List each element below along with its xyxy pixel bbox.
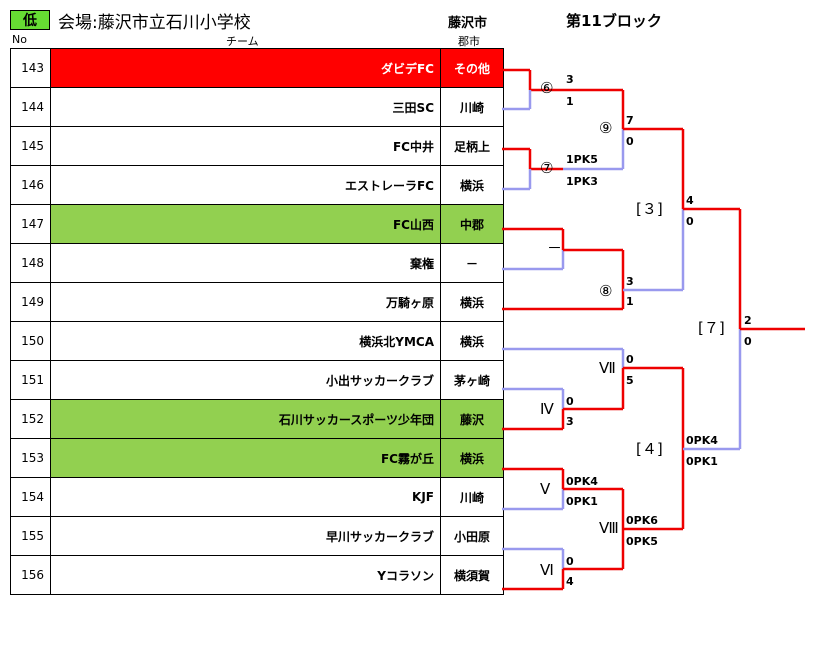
score-top: 0PK4 (566, 475, 598, 488)
row-team: 三田SC (50, 87, 441, 127)
row-city: 茅ヶ崎 (440, 360, 504, 400)
score-top: 0 (566, 555, 574, 568)
match-label: Ⅷ (599, 519, 619, 537)
match-label: [４] (636, 440, 663, 458)
score-top: 0PK4 (686, 434, 718, 447)
row-no: 155 (10, 516, 51, 556)
row-no: 156 (10, 555, 51, 595)
host-city: 藤沢市 (448, 16, 488, 31)
match-label: [７] (698, 319, 725, 337)
row-no: 143 (10, 48, 51, 88)
row-team: 万騎ヶ原 (50, 282, 441, 322)
row-city: 川崎 (440, 87, 504, 127)
match-label: Ⅵ (540, 561, 554, 579)
row-no: 145 (10, 126, 51, 166)
score-bottom: 0PK1 (686, 455, 718, 468)
row-no: 149 (10, 282, 51, 322)
row-city: 小田原 (440, 516, 504, 556)
score-bottom: 1PK3 (566, 175, 598, 188)
col-header-team: チーム (226, 35, 259, 48)
row-team: Yコラソン (50, 555, 441, 595)
score-top: 4 (686, 194, 694, 207)
match-label: [３] (636, 200, 663, 218)
score-bottom: 0 (686, 215, 694, 228)
match-label: Ⅴ (540, 480, 551, 498)
score-top: 0 (626, 353, 634, 366)
col-header-city: 郡市 (458, 35, 480, 48)
score-bottom: 5 (626, 374, 634, 387)
venue-title: 会場:藤沢市立石川小学校 (58, 13, 251, 33)
row-team: 石川サッカースポーツ少年団 (50, 399, 441, 439)
level-badge: 低 (10, 10, 50, 30)
score-top: 3 (566, 73, 574, 86)
row-city: 横浜 (440, 438, 504, 478)
row-no: 148 (10, 243, 51, 283)
score-bottom: 0 (744, 335, 752, 348)
match-label: ⑦ (540, 159, 554, 177)
score-top: 1PK5 (566, 153, 598, 166)
row-no: 154 (10, 477, 51, 517)
row-team: FC中井 (50, 126, 441, 166)
row-team: 横浜北YMCA (50, 321, 441, 361)
row-city: － (440, 243, 504, 283)
match-label: Ⅶ (599, 359, 616, 377)
score-bottom: 1 (626, 295, 634, 308)
score-bottom: 0PK5 (626, 535, 658, 548)
score-top: 7 (626, 114, 634, 127)
row-no: 151 (10, 360, 51, 400)
col-header-no: No (12, 33, 27, 46)
block-title: 第11ブロック (566, 12, 662, 30)
match-label: Ⅳ (540, 400, 554, 418)
row-team: エストレーラFC (50, 165, 441, 205)
row-city: 足柄上 (440, 126, 504, 166)
row-team: FC霧が丘 (50, 438, 441, 478)
row-city: 横須賀 (440, 555, 504, 595)
match-label: ⑥ (540, 79, 554, 97)
score-bottom: 1 (566, 95, 574, 108)
row-team: 早川サッカークラブ (50, 516, 441, 556)
score-top: 0 (566, 395, 574, 408)
row-team: FC山西 (50, 204, 441, 244)
row-city: 中郡 (440, 204, 504, 244)
row-city: 藤沢 (440, 399, 504, 439)
score-top: 3 (626, 275, 634, 288)
row-city: 川崎 (440, 477, 504, 517)
row-no: 146 (10, 165, 51, 205)
score-bottom: 0 (626, 135, 634, 148)
match-label: ⑨ (599, 119, 613, 137)
row-no: 152 (10, 399, 51, 439)
row-no: 147 (10, 204, 51, 244)
score-top: 2 (744, 314, 752, 327)
score-top: 0PK6 (626, 514, 658, 527)
match-label: － (547, 239, 563, 257)
match-label: ⑧ (599, 282, 613, 300)
score-bottom: 3 (566, 415, 574, 428)
score-bottom: 0PK1 (566, 495, 598, 508)
score-bottom: 4 (566, 575, 574, 588)
row-city: 横浜 (440, 282, 504, 322)
